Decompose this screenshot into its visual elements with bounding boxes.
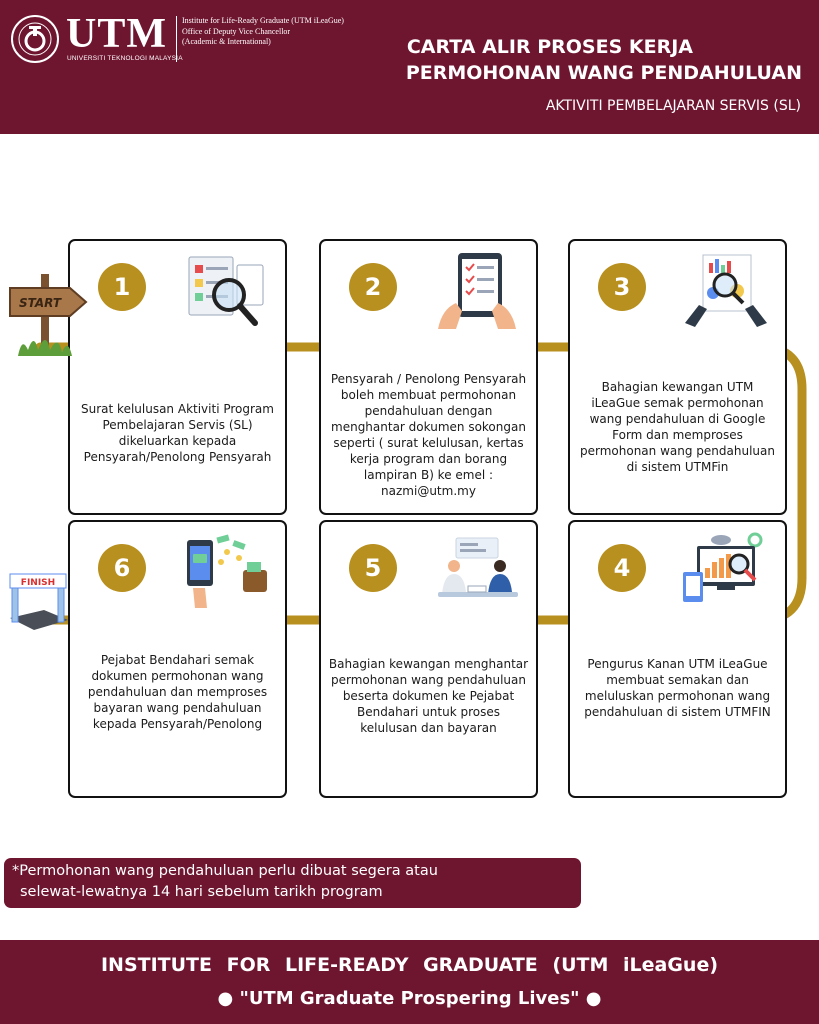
- footer-banner: INSTITUTE FOR LIFE-READY GRADUATE (UTM i…: [0, 940, 819, 1024]
- institute-line: (Academic & International): [182, 37, 271, 46]
- page-title-line-2: PERMOHONAN WANG PENDAHULUAN: [405, 62, 802, 84]
- tablet-checklist-icon: [438, 253, 516, 329]
- page-title-line-1: CARTA ALIR PROSES KERJA: [406, 36, 693, 58]
- step-card-6: 6 Pejabat Bendahari semak dokumen permoh…: [68, 520, 287, 798]
- step-description: Pensyarah / Penolong Pensyarah boleh mem…: [330, 372, 527, 498]
- step-number-badge: 1: [98, 263, 146, 311]
- step-number-badge: 4: [598, 544, 646, 592]
- step-description: Bahagian kewangan UTM iLeaGue semak perm…: [580, 380, 775, 474]
- step-description: Pengurus Kanan UTM iLeaGue membuat semak…: [584, 657, 771, 719]
- step-card-5: 5 Bahagian kewangan menghantar permohona…: [319, 520, 538, 798]
- finish-label: FINISH: [21, 578, 55, 588]
- header-banner: UTM UNIVERSITI TEKNOLOGI MALAYSIA Instit…: [0, 0, 819, 134]
- footer-institute: INSTITUTE FOR LIFE-READY GRADUATE (UTM i…: [100, 954, 719, 976]
- step-number-badge: 5: [349, 544, 397, 592]
- step-description: Bahagian kewangan menghantar permohonan …: [328, 657, 529, 735]
- step-number-badge: 3: [598, 263, 646, 311]
- footer-tagline: ● "UTM Graduate Prospering Lives" ●: [217, 988, 602, 1009]
- mobile-payment-icon: [187, 534, 267, 608]
- utm-emblem-icon: [11, 15, 59, 63]
- step-card-3: 3 Bahagian kewangan UTM iLeaGue semak pe…: [568, 239, 787, 515]
- finish-gate-icon: FINISH: [9, 573, 68, 630]
- step-number-badge: 6: [98, 544, 146, 592]
- institute-line: Institute for Life-Ready Graduate (UTM i…: [182, 16, 344, 25]
- logo-divider: [176, 16, 177, 62]
- deadline-note: *Permohonan wang pendahuluan perlu dibua…: [4, 858, 581, 908]
- institute-line: Office of Deputy Vice Chancellor: [182, 26, 291, 36]
- page-subtitle: AKTIVITI PEMBELAJARAN SERVIS (SL): [545, 98, 801, 114]
- utm-logo-subtext: UNIVERSITI TEKNOLOGI MALAYSIA: [67, 55, 183, 62]
- start-signpost-icon: START: [9, 274, 88, 356]
- step-description: Pejabat Bendahari semak dokumen permohon…: [87, 653, 268, 731]
- document-magnifier-icon: [188, 256, 264, 326]
- utm-logo-text: UTM: [66, 11, 167, 57]
- step-card-2: 2 Pensyarah / Penolong Pensyarah boleh m…: [319, 239, 538, 515]
- start-label: START: [19, 296, 62, 310]
- step-number-badge: 2: [349, 263, 397, 311]
- dashboard-analytics-icon: [683, 532, 763, 602]
- step-card-4: 4 Pengurus Kanan UTM iLeaGue membuat sem…: [568, 520, 787, 798]
- institute-info: Institute for Life-Ready Graduate (UTM i…: [182, 16, 344, 48]
- step-description: Surat kelulusan Aktiviti Program Pembela…: [81, 402, 274, 464]
- report-analysis-icon: [685, 254, 767, 327]
- note-line-2: selewat-lewatnya 14 hari sebelum tarikh …: [20, 884, 383, 900]
- step-card-1: 1 Surat kelulusan Aktiviti Program Pembe…: [68, 239, 287, 515]
- note-line-1: *Permohonan wang pendahuluan perlu dibua…: [12, 863, 438, 879]
- meeting-desk-icon: [438, 537, 518, 597]
